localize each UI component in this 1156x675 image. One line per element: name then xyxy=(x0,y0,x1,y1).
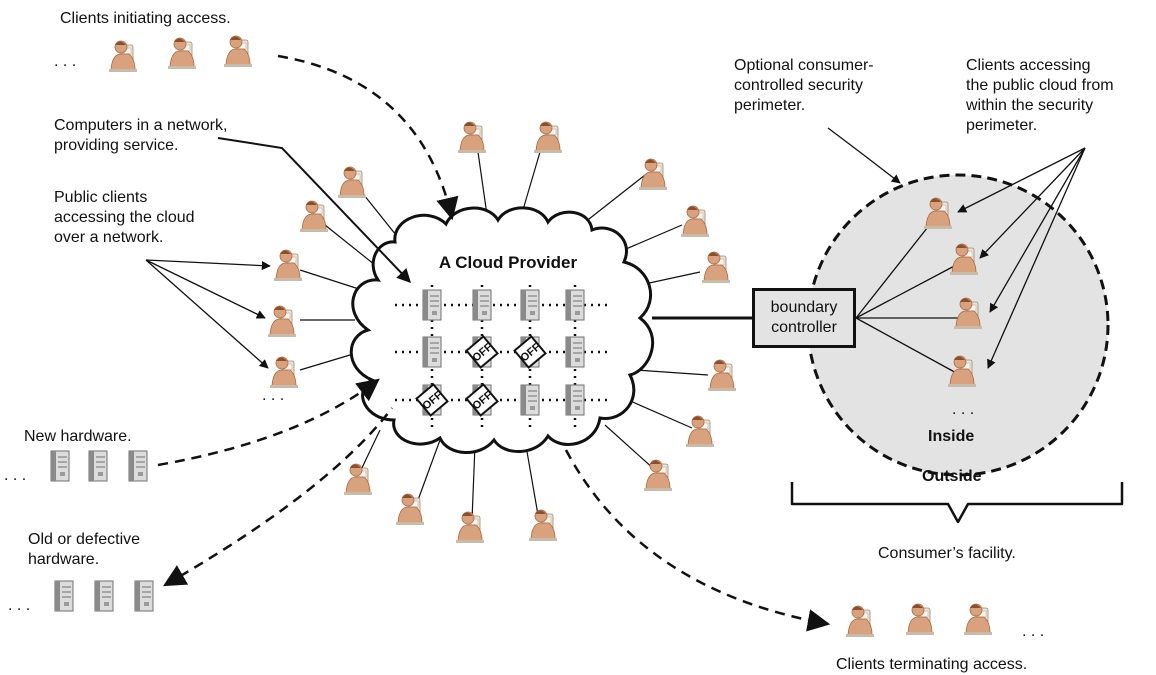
client-icon xyxy=(638,158,668,191)
client-icon xyxy=(267,305,297,338)
client-icon xyxy=(457,121,487,154)
consumer-facility-label: Consumer’s facility. xyxy=(878,545,1016,562)
server-icon xyxy=(472,289,492,321)
clients-terminating-label: Clients terminating access. xyxy=(836,656,1028,673)
server-icon xyxy=(422,336,442,368)
outside-label: Outside xyxy=(922,468,982,485)
server-icon xyxy=(422,289,442,321)
client-icon xyxy=(299,200,329,233)
computers-pointer-arrow xyxy=(217,137,411,284)
new-hardware-label: New hardware. xyxy=(24,428,132,445)
server-icon xyxy=(94,580,114,612)
client-icon xyxy=(337,166,367,199)
consumer-facility-brace xyxy=(790,482,1124,524)
server-icon xyxy=(565,336,585,368)
old-hardware-ellipsis: . . . xyxy=(8,597,30,614)
optional-perimeter-label: Optional consumer- controlled security p… xyxy=(734,57,874,114)
client-icon xyxy=(167,37,197,70)
client-icon xyxy=(533,121,563,154)
old-hardware-label: Old or defective hardware. xyxy=(28,531,141,568)
client-icon xyxy=(845,605,875,638)
server-icon xyxy=(134,580,154,612)
client-icon xyxy=(528,509,558,542)
client-icon xyxy=(273,249,303,282)
server-icon xyxy=(88,450,108,482)
public-clients-pointer-arrows xyxy=(145,259,271,369)
public-clients-ellipsis: . . . xyxy=(262,387,284,404)
cloud-provider-cloud xyxy=(349,206,655,454)
client-icon xyxy=(455,511,485,544)
client-icon xyxy=(685,415,715,448)
client-icon xyxy=(905,603,935,636)
clients-within-label: Clients accessing the public cloud from … xyxy=(966,57,1114,134)
client-icon xyxy=(707,359,737,392)
new-hardware-servers xyxy=(50,450,148,482)
old-hardware-arrow xyxy=(163,407,393,587)
clients-initiating-label: Clients initiating access. xyxy=(60,10,231,27)
server-icon xyxy=(54,580,74,612)
new-hardware-arrow xyxy=(157,378,380,467)
server-icon xyxy=(520,289,540,321)
terminating-ellipsis: . . . xyxy=(1022,623,1044,640)
client-icon xyxy=(223,35,253,68)
server-icon xyxy=(565,384,585,416)
client-icon xyxy=(343,463,373,496)
boundary-controller-label: boundary controller xyxy=(770,299,838,336)
client-icon xyxy=(108,40,138,73)
off-servers: OFF OFF OFF OFF xyxy=(415,335,547,417)
client-icon xyxy=(395,493,425,526)
initiating-arrow xyxy=(277,54,459,221)
cloud-provider-title: A Cloud Provider xyxy=(439,253,578,272)
client-icon xyxy=(963,603,993,636)
clients-within-arrows xyxy=(957,147,1086,369)
server-icon xyxy=(565,289,585,321)
new-hardware-ellipsis: . . . xyxy=(4,467,26,484)
server-icon xyxy=(50,450,70,482)
inside-ellipsis: . . . xyxy=(952,401,974,418)
server-icon xyxy=(128,450,148,482)
client-icon xyxy=(680,205,710,238)
server-icon xyxy=(520,384,540,416)
perimeter-pointer-arrow xyxy=(827,127,901,184)
initiating-clients xyxy=(108,35,253,73)
client-icon xyxy=(269,356,299,389)
computers-network-label: Computers in a network, providing servic… xyxy=(54,117,228,154)
public-clients-label: Public clients accessing the cloud over … xyxy=(54,189,195,246)
boundary-controller-box: boundary controller xyxy=(752,288,856,348)
client-icon xyxy=(701,251,731,284)
controller-client-links xyxy=(855,217,965,376)
terminating-arrow xyxy=(564,449,831,632)
old-hardware-servers xyxy=(54,580,154,612)
initiating-ellipsis: . . . xyxy=(54,53,76,70)
inside-label: Inside xyxy=(928,428,975,445)
flow-arrows xyxy=(157,54,831,632)
terminating-clients xyxy=(845,603,993,638)
